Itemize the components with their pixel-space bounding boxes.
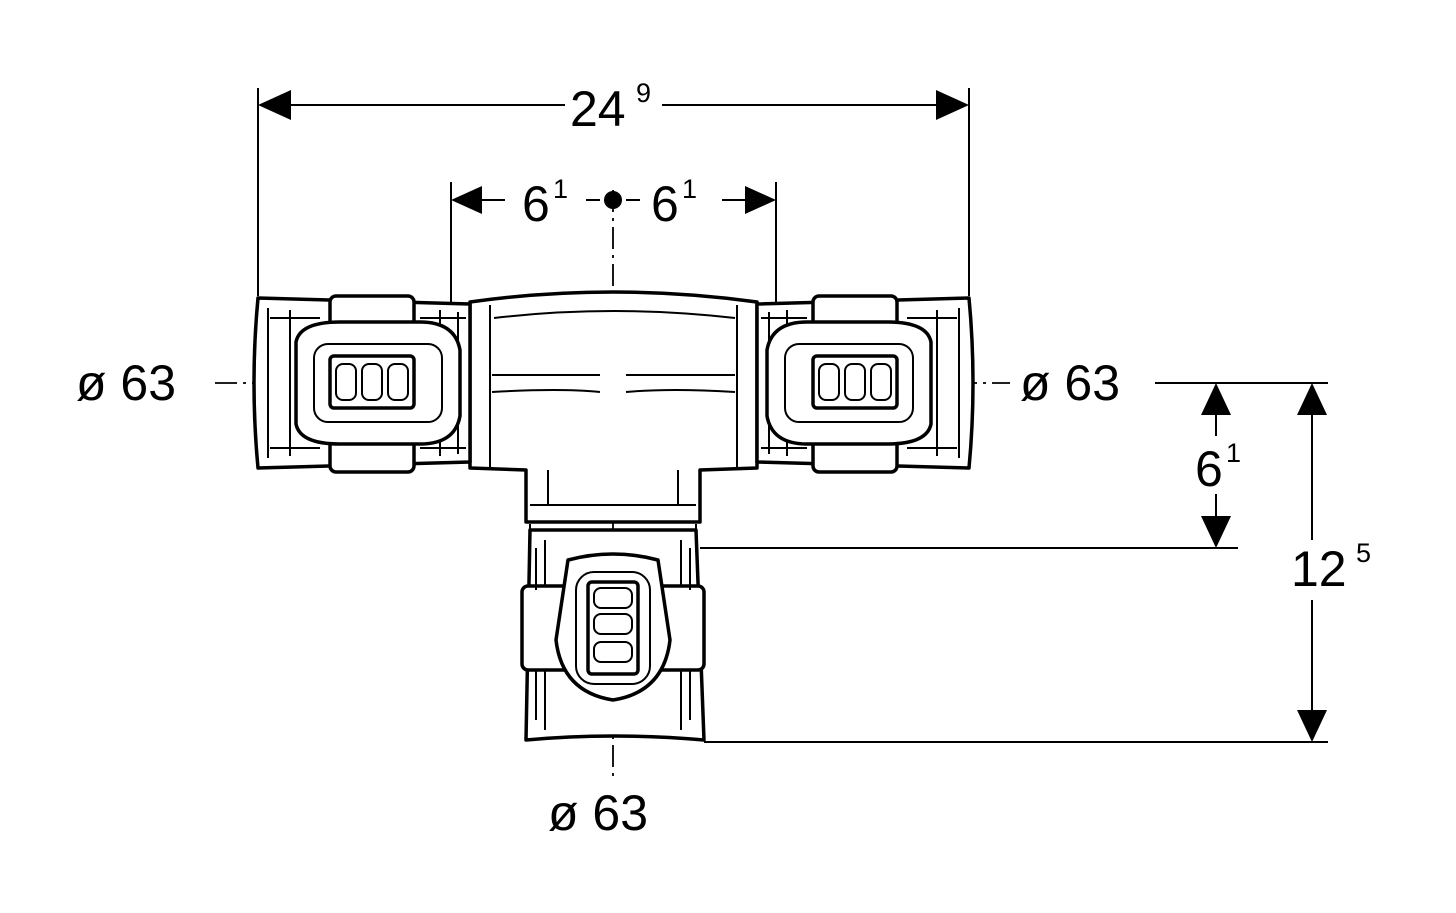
branch-offset-sup: 1 — [1226, 438, 1241, 468]
arrow-left-offset — [451, 186, 482, 214]
diameter-labels: ø 63 ø 63 ø 63 — [76, 355, 1120, 841]
left-diameter-label: ø 63 — [76, 355, 176, 411]
right-offset-main: 6 — [651, 176, 679, 232]
right-diameter-label: ø 63 — [1020, 355, 1120, 411]
tee-body — [468, 290, 759, 541]
branch-height-dimension: 12 5 — [1291, 383, 1371, 742]
arrow-up-branch — [1201, 383, 1231, 415]
bottom-coupling — [520, 528, 706, 742]
overall-width-dimension: 24 9 — [258, 78, 969, 137]
center-point-marker — [604, 191, 622, 209]
extension-lines — [257, 88, 1328, 743]
branch-offset-main: 6 — [1195, 441, 1223, 497]
branch-height-main: 12 — [1291, 541, 1347, 597]
right-coupling — [755, 294, 975, 474]
arrow-right — [936, 90, 969, 120]
right-offset-sup: 1 — [682, 174, 697, 204]
bottom-diameter-label: ø 63 — [548, 785, 648, 841]
left-coupling — [252, 294, 472, 474]
branch-offset-dimension: 6 1 — [1195, 383, 1241, 548]
arrow-down-height — [1297, 710, 1327, 742]
overall-width-main: 24 — [570, 81, 626, 137]
arrow-left — [258, 90, 291, 120]
left-offset-sup: 1 — [553, 174, 568, 204]
branch-height-sup: 5 — [1356, 538, 1371, 568]
left-offset-main: 6 — [522, 176, 550, 232]
arrow-right-offset — [745, 186, 776, 214]
horizontal-offset-dimensions: 6 1 6 1 — [451, 174, 776, 232]
arrow-up-height — [1297, 383, 1327, 415]
arrow-down-branch — [1201, 516, 1231, 548]
overall-width-sup: 9 — [636, 78, 651, 108]
